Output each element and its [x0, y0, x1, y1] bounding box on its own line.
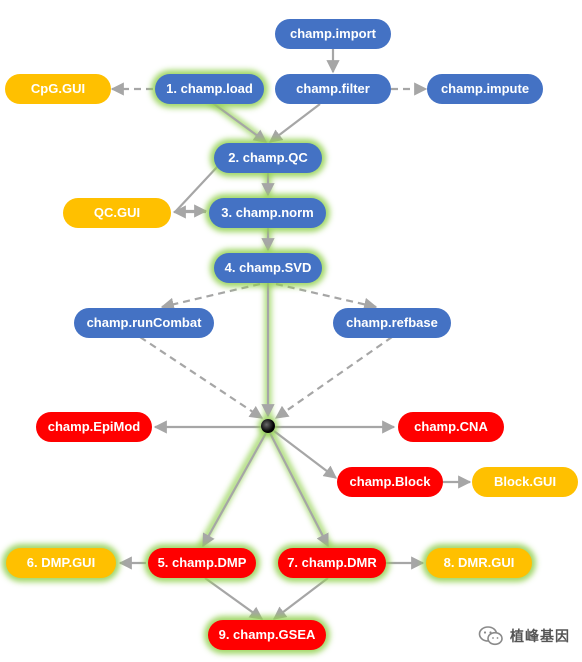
watermark-text: 植峰基因: [510, 628, 570, 644]
arrow-refbase-hub: [274, 336, 393, 419]
arrow-runcombat-hub: [139, 336, 264, 419]
node-champ-epimod[interactable]: champ.EpiMod: [36, 412, 152, 442]
hub-node: [261, 419, 275, 433]
node-champ-impute[interactable]: champ.impute: [427, 74, 543, 104]
watermark: 植峰基因: [478, 624, 570, 648]
arrow-hub-dmr: [269, 432, 329, 548]
wechat-icon: [478, 626, 503, 646]
node-champ-cna[interactable]: champ.CNA: [398, 412, 504, 442]
arrow-svd-runcombat: [160, 282, 261, 311]
solid-arrows: [118, 48, 472, 620]
arrow-dmp-gsea: [204, 577, 264, 620]
arrow-hub-dmp: [202, 432, 267, 548]
dashed-arrows: [110, 82, 428, 419]
arrow-filter-qc: [268, 103, 321, 143]
node-champ-runcombat[interactable]: champ.runCombat: [74, 308, 214, 338]
node-cpg-gui[interactable]: CpG.GUI: [5, 74, 111, 104]
node-champ-gsea[interactable]: 9. champ.GSEA: [208, 620, 326, 650]
node-champ-refbase[interactable]: champ.refbase: [333, 308, 451, 338]
node-champ-load[interactable]: 1. champ.load: [155, 74, 264, 104]
node-dmp-gui[interactable]: 6. DMP.GUI: [6, 548, 116, 578]
node-block-gui[interactable]: Block.GUI: [472, 467, 578, 497]
node-champ-qc[interactable]: 2. champ.QC: [214, 143, 322, 173]
arrow-svd-refbase: [275, 282, 378, 311]
node-champ-filter[interactable]: champ.filter: [275, 74, 391, 104]
node-champ-norm[interactable]: 3. champ.norm: [209, 198, 326, 228]
arrow-hub-block: [273, 430, 338, 479]
node-champ-block[interactable]: champ.Block: [337, 467, 443, 497]
node-champ-dmp[interactable]: 5. champ.DMP: [148, 548, 256, 578]
node-champ-import[interactable]: champ.import: [275, 19, 391, 49]
node-champ-svd[interactable]: 4. champ.SVD: [214, 253, 322, 283]
node-qc-gui[interactable]: QC.GUI: [63, 198, 171, 228]
node-champ-dmr[interactable]: 7. champ.DMR: [278, 548, 386, 578]
arrow-load-qc: [209, 100, 268, 143]
arrow-dmr-gsea: [272, 577, 329, 620]
node-dmr-gui[interactable]: 8. DMR.GUI: [426, 548, 532, 578]
